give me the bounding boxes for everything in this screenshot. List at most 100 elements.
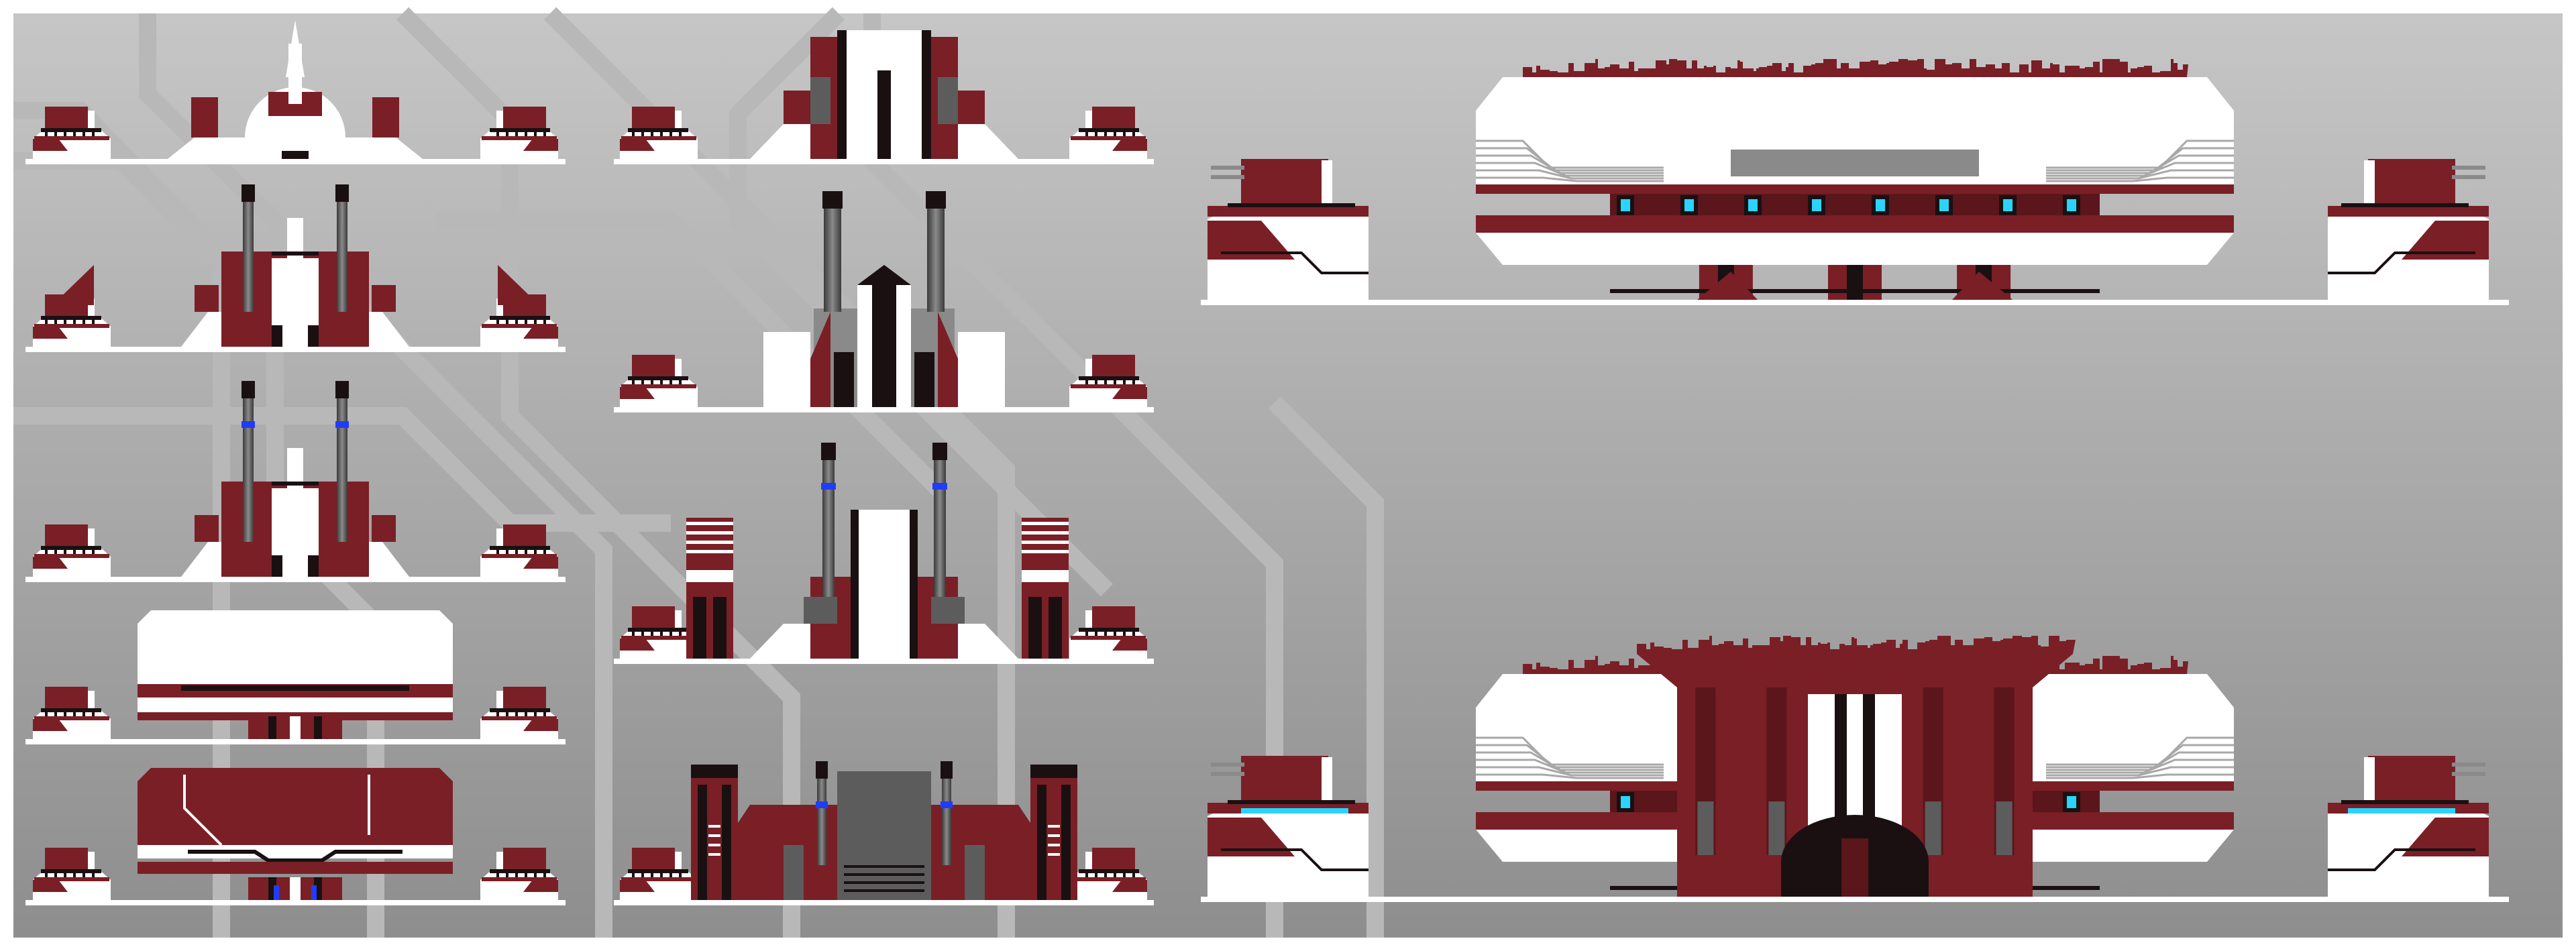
- door: [272, 325, 282, 347]
- tower-light-band: [241, 421, 255, 428]
- circuit-line: [2046, 773, 2234, 779]
- module-rail: [1079, 628, 1139, 632]
- module-rail-post: [543, 128, 546, 136]
- module-rail-post: [73, 316, 76, 324]
- flank-tower-stripe: [686, 550, 733, 553]
- antenna: [2452, 175, 2485, 179]
- module-rail-post: [45, 546, 48, 554]
- circuit-line: [2046, 169, 2234, 180]
- skyline-fringe: [1637, 636, 2076, 654]
- module-side-panel: [33, 557, 68, 569]
- flank-tower-stripe: [686, 531, 733, 535]
- medium-elevation-2: [614, 191, 1154, 412]
- side-structure-rail: [2341, 203, 2469, 207]
- cyan-light: [1748, 199, 1758, 211]
- side-structure-rail: [2341, 800, 2469, 804]
- side-structure-line: [2328, 848, 2475, 871]
- side-module: [33, 848, 111, 900]
- annex-block: [372, 285, 396, 312]
- wing-panel: [965, 845, 985, 900]
- module-roof: [1092, 606, 1135, 629]
- module-side-panel: [523, 327, 558, 339]
- side-module: [1069, 355, 1147, 407]
- module-rail-post: [496, 869, 499, 877]
- tower-shaft: [942, 761, 951, 865]
- module-rail-post: [669, 628, 672, 636]
- flank-tower: [1030, 765, 1077, 900]
- module-rail-post: [83, 708, 85, 716]
- hull-circuit-panel: [1476, 736, 2234, 779]
- side-fin: [52, 265, 94, 305]
- module-rail: [41, 546, 101, 550]
- module-rail-post: [45, 708, 48, 716]
- tower-cap: [822, 191, 843, 209]
- tower-shaft: [934, 443, 946, 624]
- side-structure-roof-edge: [1322, 160, 1332, 207]
- small-elevation-2: [25, 184, 566, 352]
- side-structure-roof-edge: [2364, 757, 2375, 804]
- module-roof-edge: [496, 852, 503, 869]
- side-structure-line: [1221, 251, 1368, 274]
- vent-line: [844, 865, 924, 868]
- module-side-panel: [523, 880, 558, 892]
- cyan-light: [2067, 199, 2076, 211]
- circuit-line: [1476, 751, 1664, 771]
- circuit-line: [2046, 176, 2234, 182]
- large-elevation-1: [1201, 59, 2509, 305]
- flank-tower: [691, 765, 738, 900]
- side-structure: [1208, 159, 1368, 300]
- leg-slot: [1847, 265, 1863, 300]
- module-rail-post: [669, 376, 672, 384]
- module-rail-post: [534, 128, 537, 136]
- module-rail-post: [1132, 376, 1135, 384]
- side-module: [480, 107, 558, 159]
- module-rail-post: [1104, 869, 1107, 877]
- ground-strip: [25, 577, 566, 582]
- module-base: [33, 869, 111, 900]
- flank-tower-band: [686, 570, 733, 582]
- small-elevation-4: [25, 610, 566, 744]
- module-roof: [503, 107, 546, 129]
- module-rail-post: [525, 869, 527, 877]
- pylon-light: [274, 885, 279, 900]
- flank-tower-stripe: [1022, 541, 1069, 544]
- module-rail-post: [64, 708, 66, 716]
- module-rail-post: [1095, 376, 1097, 384]
- tower-rib-light: [1996, 801, 2012, 855]
- flank-tower-stripe: [1048, 844, 1060, 846]
- module-rail-post: [1104, 628, 1107, 636]
- flank-tower-slot: [722, 785, 731, 900]
- module-rail-post: [669, 869, 672, 877]
- flank-tower-cap: [1030, 765, 1077, 778]
- roof-rail: [272, 482, 319, 486]
- tower-shaft: [243, 184, 254, 312]
- module-roof-edge: [496, 298, 503, 316]
- antenna: [2452, 166, 2485, 170]
- module-rail-post: [506, 708, 508, 716]
- module-rail-post: [1095, 869, 1097, 877]
- module-rail: [490, 546, 550, 550]
- module-rail-post: [669, 128, 672, 136]
- wing-panel: [804, 597, 837, 624]
- module-rail: [41, 869, 101, 873]
- flank-tower-slot: [698, 785, 707, 900]
- annex-block: [191, 97, 218, 137]
- module-rail-post: [1132, 128, 1135, 136]
- side-module: [480, 524, 558, 577]
- hull-window: [1731, 150, 1979, 176]
- module-base: [33, 128, 111, 159]
- module-rail-post: [1085, 628, 1088, 636]
- circuit-line: [2046, 759, 2234, 774]
- side-module: [620, 606, 698, 659]
- deck-rail: [188, 850, 402, 862]
- circuit-trace: [13, 407, 671, 532]
- side-structure-roof-edge: [2364, 160, 2375, 207]
- flank-tower-stripe: [708, 834, 720, 837]
- side-structure-roof: [1241, 159, 1328, 207]
- module-rail-post: [1085, 376, 1088, 384]
- tower-shaft: [243, 381, 254, 542]
- module-base: [1069, 128, 1147, 159]
- tower-cap: [941, 761, 953, 779]
- wing-panel: [931, 597, 965, 624]
- tower: [335, 184, 349, 312]
